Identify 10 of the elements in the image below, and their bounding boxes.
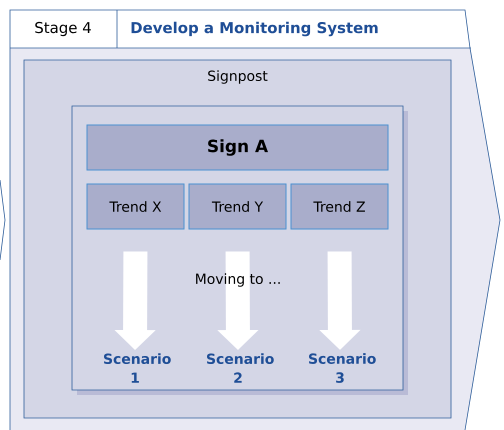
trend-box: Trend Y <box>188 184 286 230</box>
scenario-label: Scenario 2 <box>207 353 274 383</box>
trend-box: Trend X <box>86 184 184 230</box>
caption-text: Moving to ... <box>196 273 280 287</box>
node-label: Develop a Monitoring System <box>132 22 378 36</box>
trend-box: Trend Z <box>290 184 388 230</box>
node-label: Stage 4 <box>35 22 91 36</box>
scenario-label: Scenario 1 <box>104 353 171 383</box>
scenario-label: Scenario 3 <box>309 353 376 383</box>
sign-box: Sign A <box>86 124 388 170</box>
